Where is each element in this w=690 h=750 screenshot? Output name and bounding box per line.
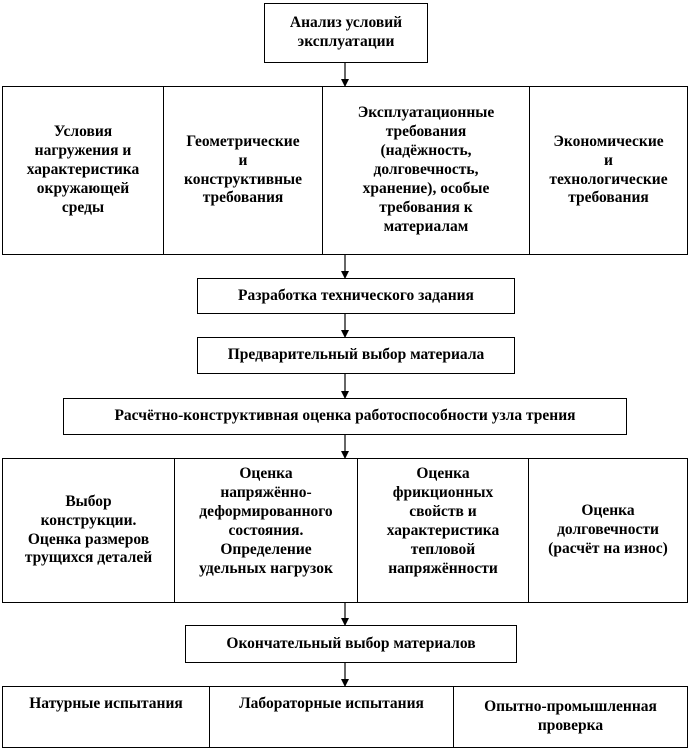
assessment-durability: Оценка долговечности (расчёт на износ) [528, 459, 687, 602]
analysis-label: Анализ условий эксплуатации [289, 14, 403, 50]
assessment-design-sizes: Выбор конструкции. Оценка размеров трущи… [24, 492, 153, 567]
preliminary-choice-box: Предварительный выбор материала [197, 337, 515, 374]
analysis-box: Анализ условий эксплуатации [264, 3, 428, 63]
test-laboratory: Лабораторные испытания [209, 687, 453, 747]
final-choice-box: Окончательный выбор материалов [185, 625, 517, 663]
assessments-row: Выбор конструкции. Оценка размеров трущи… [2, 458, 688, 603]
test-field: Натурные испытания [29, 695, 183, 712]
requirements-row: Условия нагружения и характеристика окру… [2, 86, 688, 255]
requirement-load-environment: Условия нагружения и характеристика окру… [26, 123, 140, 216]
requirement-economic: Экономические и технологические требован… [529, 87, 687, 254]
requirement-geometric: Геометрические и конструктивные требован… [163, 87, 322, 254]
tech-task-box: Разработка технического задания [197, 278, 515, 314]
requirement-operational: Эксплуатационные требования (надёжность,… [322, 87, 529, 254]
test-industrial: Опытно-промышленная проверка [453, 687, 687, 747]
tests-row: Натурные испытания Лабораторные испытани… [2, 686, 688, 748]
calc-assessment-box: Расчётно-конструктивная оценка работоспо… [63, 398, 627, 435]
assessment-stress-state: Оценка напряжённо- деформированного сост… [174, 459, 357, 602]
assessment-friction-thermal: Оценка фрикционных свойств и характерист… [357, 459, 528, 602]
